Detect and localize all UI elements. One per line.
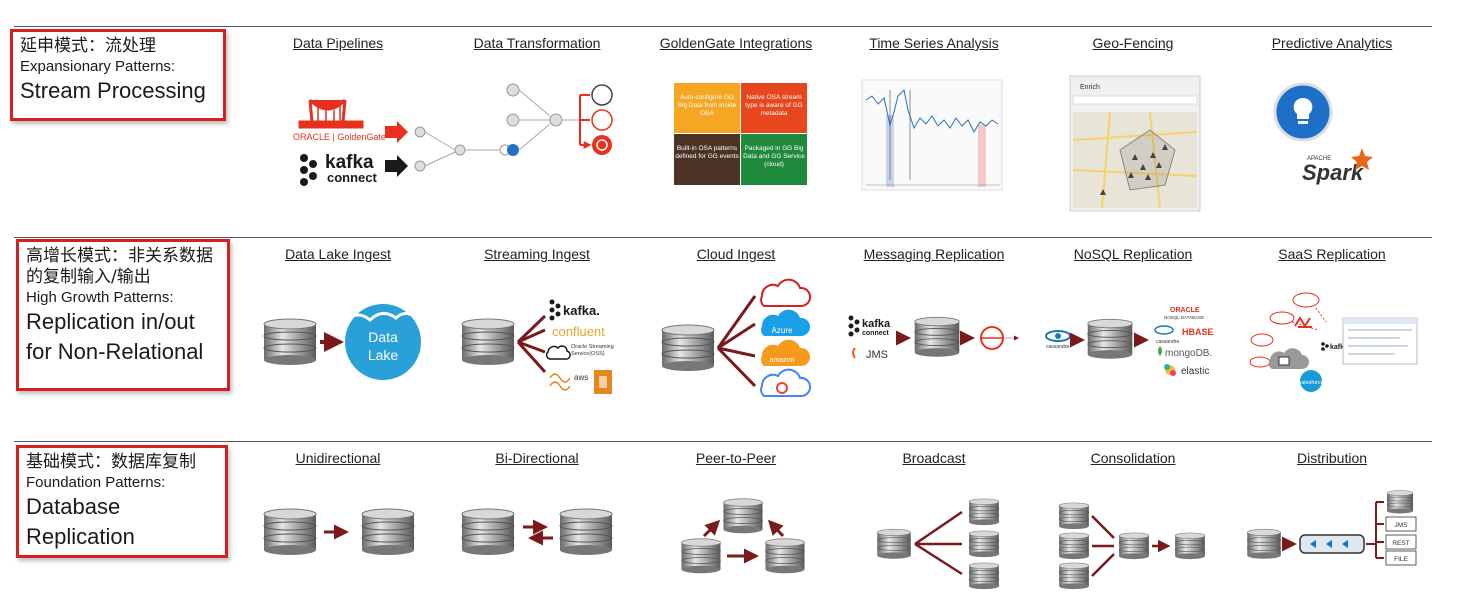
title-distribution[interactable]: Distribution [1296,450,1368,466]
title-data-transformation[interactable]: Data Transformation [473,35,601,51]
streaming-kafka-text: kafka. [563,303,600,318]
azure-text: Azure [772,326,793,335]
amazon-text: amazon [770,357,795,364]
label-en-small: Expansionary Patterns: [20,58,176,75]
data-transformation-art [506,83,613,156]
oracle-streaming-text: Oracle Streaming Service(OSS) [571,344,614,357]
title-time-series-analysis[interactable]: Time Series Analysis [869,35,999,51]
row-label-stream-processing: 延申模式：流处理 Expansionary Patterns: Stream P… [10,29,226,121]
streaming-ingest-art: kafka. confluent Oracle Streaming Servic… [461,299,614,394]
goldengate-tiles-art: Auto-configure GG Big Data from inside O… [674,83,807,185]
data-lake-line1: Data [368,329,398,345]
kafka-logo-text: kafka [325,152,374,173]
gg-tile-1: Auto-configure GG Big Data from inside O… [677,94,737,117]
bi-directional-art [461,508,613,556]
messaging-replication-art: kafka connect JMS [848,315,1019,361]
gg-tile-4: Packaged in GG Big Data and GG Service (… [743,145,805,168]
title-data-lake-ingest[interactable]: Data Lake Ingest [285,246,391,262]
gg-tile-2: Native OSA stream type is aware of GG me… [745,94,803,117]
msg-kafka-text: kafka [862,318,891,330]
geo-enrich-label: Enrich [1080,84,1100,91]
consolidation-art [1058,502,1206,590]
label-en-small: Foundation Patterns: [26,474,166,491]
mongodb-text: mongoDB. [1165,348,1212,359]
dist-target-file: FILE [1394,556,1408,563]
row-separator-3 [14,441,1432,442]
peer-to-peer-art [681,498,805,574]
data-lake-ingest-art: Data Lake [263,304,421,380]
title-geo-fencing[interactable]: Geo-Fencing [1092,35,1174,51]
dist-target-jms: JMS [1395,522,1409,529]
row-separator-2 [14,237,1432,238]
title-bi-directional[interactable]: Bi-Directional [495,450,579,466]
gg-tile-3: Built-in OSA patterns defined for GG eve… [675,145,739,160]
title-broadcast[interactable]: Broadcast [902,450,966,466]
row-label-high-growth: 高增长模式：非关系数据的复制输入/输出 High Growth Patterns… [16,239,230,391]
title-saas-replication[interactable]: SaaS Replication [1278,246,1386,262]
time-series-art [861,79,1003,191]
title-goldengate-integrations[interactable]: GoldenGate Integrations [659,35,813,51]
spark-logo-text: Spark [1302,160,1365,185]
nosql-replication-art: cassandra ORACLE NOSQL DATABASE cassandr… [1045,307,1214,377]
cassandra-dst-text: cassandra [1156,339,1179,345]
distribution-art: JMS REST FILE [1246,490,1417,566]
title-streaming-ingest[interactable]: Streaming Ingest [484,246,590,262]
confluent-text: confluent [552,324,605,339]
nosql-oracle-text: ORACLE [1170,307,1200,314]
oracle-gg-logo-text: ORACLE | GoldenGate [293,132,386,142]
salesforce-text: salesforce [1298,380,1323,386]
saas-kafka-text: kafka [1330,344,1348,351]
title-unidirectional[interactable]: Unidirectional [295,450,381,466]
title-nosql-replication[interactable]: NoSQL Replication [1073,246,1193,262]
label-en-big-2: for Non-Relational [26,339,204,364]
label-zh: 基础模式：数据库复制 [26,452,196,472]
label-zh: 高增长模式：非关系数据的复制输入/输出 [26,246,213,287]
predictive-analytics-art: APACHE Spark [1273,82,1373,185]
geo-fencing-art: Enrich [1069,75,1201,212]
kafka-connect-text: connect [327,170,378,185]
hbase-text: HBASE [1182,327,1214,337]
title-data-pipelines[interactable]: Data Pipelines [292,35,384,51]
data-lake-line2: Lake [368,347,399,363]
title-consolidation[interactable]: Consolidation [1090,450,1176,466]
label-en-big: Stream Processing [20,78,206,103]
saas-replication-art: kafka salesforce [1249,292,1418,392]
title-cloud-ingest[interactable]: Cloud Ingest [696,246,776,262]
cloud-ingest-art: Azure amazon [661,278,811,397]
label-en-small: High Growth Patterns: [26,289,174,306]
broadcast-art [876,498,1000,590]
title-predictive-analytics[interactable]: Predictive Analytics [1271,35,1393,51]
jms-text: JMS [866,349,888,361]
msg-connect-text: connect [862,330,890,337]
label-en-big-1: Replication in/out [26,309,195,334]
apache-text: APACHE [1307,156,1331,162]
nosql-db-text: NOSQL DATABASE [1164,315,1204,320]
unidirectional-art [263,508,415,556]
row-separator-1 [14,26,1432,27]
data-pipelines-art: ORACLE | GoldenGate kafka connect [293,98,511,186]
dist-target-rest: REST [1392,540,1409,547]
label-zh: 延申模式：流处理 [20,36,156,56]
title-messaging-replication[interactable]: Messaging Replication [863,246,1005,262]
row-label-foundation: 基础模式：数据库复制 Foundation Patterns: Database… [16,445,228,558]
aws-text: aws [574,373,588,382]
title-peer-to-peer[interactable]: Peer-to-Peer [695,450,777,466]
label-en-big-2: Replication [26,524,135,549]
label-en-big-1: Database [26,494,121,519]
cassandra-src-text: cassandra [1046,344,1069,350]
elastic-text: elastic [1181,366,1209,377]
